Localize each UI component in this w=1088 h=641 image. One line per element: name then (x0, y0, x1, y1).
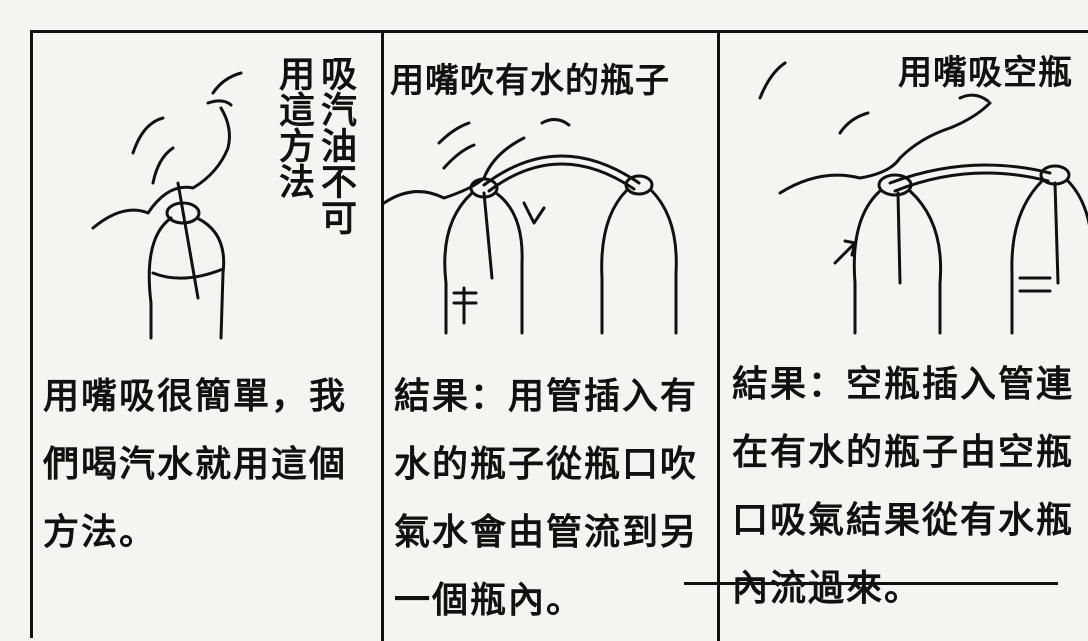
panel-3-bottom-border (684, 582, 1058, 585)
eyebrow (211, 71, 243, 95)
connecting-tube (482, 154, 641, 187)
connecting-tube (888, 163, 1052, 185)
face-outline (778, 101, 992, 195)
eye (206, 99, 233, 107)
panel-2-title: 用嘴吹有水的瓶子 (390, 61, 670, 101)
face-outline (91, 106, 231, 230)
left-bottle (852, 189, 943, 335)
drinking-straw-illustration (91, 71, 243, 340)
arrow-icon (522, 201, 546, 225)
right-bottle-cap (1039, 164, 1071, 186)
panel-3-caption: 結果：空瓶插入管連在有水的瓶子由空瓶口吸氣結果從有水瓶內流過來。 (732, 364, 1075, 609)
face-outline (382, 136, 526, 205)
left-bottle-cap (877, 173, 913, 197)
panel-1-title-line-1: 吸汽油不可 (315, 55, 356, 235)
comic-frame: 用這方法 吸汽油不可 用嘴吸很簡單，我們喝汽水就用這個方法。 用嘴吹有水的瓶子 (30, 30, 1088, 641)
panel-1-title-line-2: 用這方法 (273, 55, 314, 199)
sucking-bottle-illustration (758, 61, 1088, 335)
arrow-icon (833, 239, 857, 265)
panel-3-title: 用嘴吸空瓶 (898, 53, 1073, 93)
left-bottle (443, 191, 524, 335)
left-tube (896, 191, 902, 285)
bottle-cap (165, 201, 201, 225)
right-bottle-cap (624, 174, 654, 196)
panel-3: 用嘴吸空瓶 結果： (717, 33, 1088, 641)
eye (540, 118, 571, 127)
eye (958, 93, 990, 103)
right-bottle (600, 188, 678, 335)
panel-2: 用嘴吹有水的瓶子 結果：用管插入有水 (381, 33, 717, 641)
panel-1: 用這方法 吸汽油不可 用嘴吸很簡單，我們喝汽水就用這個方法。 (33, 33, 381, 641)
straw (176, 181, 200, 300)
left-tube (482, 191, 494, 280)
bottle (147, 216, 226, 340)
blowing-bottle-illustration (382, 118, 678, 335)
right-tube (1053, 181, 1060, 285)
panel-2-caption: 結果：用管插入有水的瓶子從瓶口吹氣水會由管流到另一個瓶內。 (394, 376, 699, 621)
panel-1-caption: 用嘴吸很簡單，我們喝汽水就用這個方法。 (43, 376, 348, 553)
right-bottle (1010, 179, 1088, 335)
